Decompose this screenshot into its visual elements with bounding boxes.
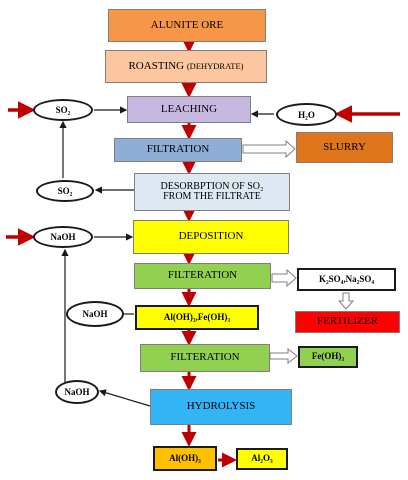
naoh-2-label: NaOH [82,309,108,319]
naoh-input-label: NaOH [50,232,76,242]
alunite-ore-label: ALUNITE ORE [150,18,224,31]
oval-h2o: H₂O [276,103,337,126]
oval-naoh-input: NaOH [33,226,93,248]
naoh-3-label: NaOH [64,387,90,397]
slurry-label: SLURRY [323,140,366,153]
oval-so2-recycle: SO₂ [36,180,94,202]
hollow-arrows [242,139,355,365]
alumina-label: Al₂O₃ [251,453,273,464]
filtration-label: FILTRATION [146,143,210,156]
so2-input-label: SO₂ [55,105,71,115]
node-leaching: LEACHING [127,96,251,123]
iron-hydroxide-label: Fe(OH)₃ [311,351,345,362]
roasting-note: (DEHYDRATE) [186,61,244,72]
arrow-sulfates-to-fertilizer [337,292,355,310]
node-alunite-ore: ALUNITE ORE [108,9,266,42]
arrow-filtration-to-slurry [242,139,296,159]
so2-recycle-label: SO₂ [57,186,73,196]
oval-naoh-2: NaOH [66,301,124,327]
node-filteration-1: FILTERATION [134,263,271,289]
node-desorption: DESORBPTION OF SO₂ FROM THE FILTRATE [134,173,290,211]
filteration-1-label: FILTERATION [167,269,238,282]
hydrolysis-label: HYDROLYSIS [186,400,256,413]
node-deposition: DEPOSITION [133,220,289,254]
fertilizer-label: FERTILIZER [316,315,379,328]
h2o-label: H₂O [298,109,315,120]
node-fertilizer: FERTILIZER [295,311,400,333]
node-aluminium-hydroxide: Al(OH)₃ [153,446,217,471]
arrow-filteration-to-sulfates [271,268,297,288]
leaching-label: LEACHING [160,102,218,115]
arrow-hydrolysis-to-naoh [98,389,151,407]
node-roasting: ROASTING (DEHYDRATE) [105,50,267,83]
node-alumina: Al₂O₃ [236,448,288,470]
node-hydroxides: Al(OH)₃,Fe(OH)₃ [135,305,259,330]
desorption-label-line2: FROM THE FILTRATE [163,191,261,202]
oval-naoh-3: NaOH [55,380,99,404]
node-filtration: FILTRATION [114,138,242,162]
aluminium-hydroxide-label: Al(OH)₃ [169,452,201,463]
node-hydrolysis: HYDROLYSIS [150,389,292,425]
input-arrows [6,101,400,246]
desorption-label-line1: DESORBPTION OF SO₂ [160,180,264,192]
deposition-label: DEPOSITION [178,230,244,243]
arrow-filteration2-to-feoh3 [269,347,298,365]
roasting-label: ROASTING [128,59,185,72]
node-sulfates: K₂SO₄,Na₂SO₄ [297,268,396,291]
sulfates-label: K₂SO₄,Na₂SO₄ [318,273,375,284]
node-iron-hydroxide: Fe(OH)₃ [298,346,358,368]
main-flow-arrows [181,38,237,468]
hydroxides-label: Al(OH)₃,Fe(OH)₃ [163,311,231,322]
node-slurry: SLURRY [296,132,393,163]
node-filteration-2: FILTERATION [140,344,270,372]
filteration-2-label: FILTERATION [170,351,240,364]
oval-so2-input: SO₂ [33,99,93,121]
